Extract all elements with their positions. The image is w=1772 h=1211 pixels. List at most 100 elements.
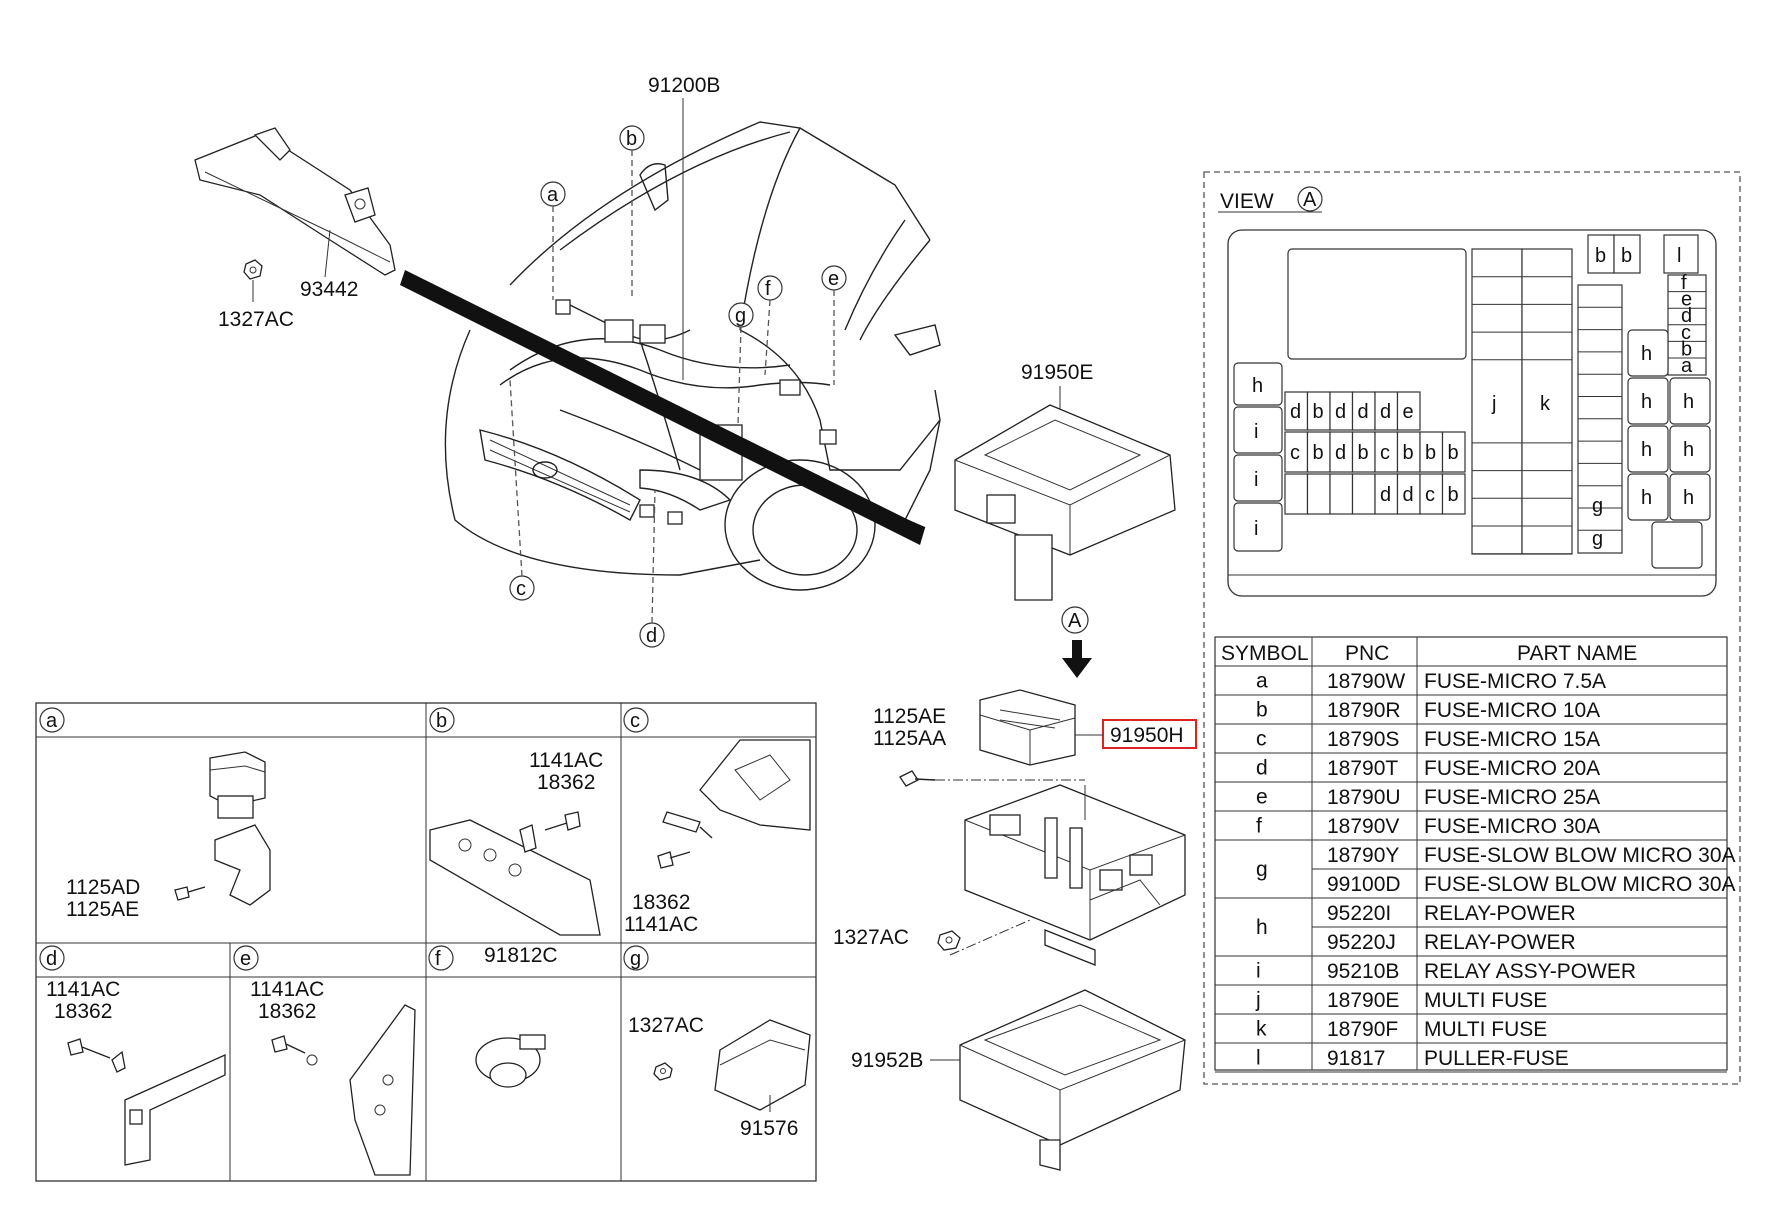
fuse-slot-label: d: [1380, 401, 1391, 423]
svg-text:91576: 91576: [740, 1117, 798, 1140]
view-a-frame: [1203, 171, 1741, 1085]
svg-text:h: h: [1683, 487, 1694, 509]
label-1125aa: 1125AA: [873, 727, 946, 750]
svg-text:1141AC: 1141AC: [529, 749, 603, 772]
table-cell-symbol: h: [1256, 916, 1268, 939]
table-cell-pnc: 18790E: [1327, 989, 1399, 1012]
table-cell-part-name: FUSE-MICRO 25A: [1424, 786, 1600, 809]
svg-text:k: k: [1540, 393, 1551, 415]
fuse-slot-label: b: [1403, 442, 1414, 464]
table-cell-part-name: FUSE-MICRO 15A: [1424, 728, 1600, 751]
table-cell-part-name: FUSE-SLOW BLOW MICRO 30A: [1424, 873, 1736, 896]
callout-c: c: [509, 379, 535, 601]
table-cell-pnc: 95220J: [1327, 931, 1396, 954]
table-cell-symbol: j: [1255, 989, 1261, 1012]
label-91950h: 91950H: [1110, 724, 1184, 747]
small-fuse-label: b: [1681, 338, 1692, 360]
fuse-slot: [1284, 473, 1309, 515]
table-cell-symbol: d: [1256, 757, 1268, 780]
svg-text:h: h: [1252, 375, 1263, 397]
table-cell-symbol: g: [1256, 858, 1268, 881]
svg-text:g: g: [1592, 495, 1603, 517]
fuse-slot-label: b: [1448, 484, 1459, 506]
callout-d: d: [639, 489, 665, 648]
table-cell-part-name: FUSE-MICRO 7.5A: [1424, 670, 1606, 693]
svg-text:18362: 18362: [54, 1000, 112, 1023]
small-fuse-label: c: [1681, 322, 1691, 344]
detail-panel-g: g 1327AC 91576: [623, 945, 811, 1140]
svg-text:d: d: [46, 948, 57, 970]
table-cell-symbol: e: [1256, 786, 1268, 809]
svg-text:f: f: [435, 948, 441, 970]
bracket-93442-illustration: [194, 127, 396, 276]
junction-box-illustration: [964, 784, 1186, 966]
table-cell-pnc: 18790Y: [1327, 844, 1399, 867]
svg-text:b: b: [1595, 245, 1606, 267]
callout-g: g: [728, 302, 754, 426]
svg-text:1141AC: 1141AC: [624, 913, 698, 936]
nut-icon: [243, 259, 263, 280]
column-header-pnc: PNC: [1345, 642, 1389, 665]
callout-e: e: [821, 265, 847, 385]
table-cell-pnc: 95210B: [1327, 960, 1399, 983]
fuse-slot-label: b: [1313, 401, 1324, 423]
svg-text:i: i: [1254, 421, 1258, 443]
table-cell-part-name: PULLER-FUSE: [1424, 1047, 1569, 1070]
svg-text:l: l: [1677, 245, 1681, 267]
fuse-slot-label: b: [1448, 442, 1459, 464]
table-cell-part-name: RELAY-POWER: [1424, 902, 1576, 925]
svg-text:d: d: [646, 625, 657, 647]
label-1327ac-top: 1327AC: [218, 308, 294, 331]
svg-text:1327AC: 1327AC: [628, 1014, 704, 1037]
svg-text:c: c: [516, 578, 526, 600]
svg-text:e: e: [828, 268, 839, 290]
svg-text:j: j: [1491, 393, 1496, 415]
svg-text:h: h: [1683, 439, 1694, 461]
car-front-illustration: [400, 121, 941, 591]
detail-panel-f: f 91812C: [428, 944, 558, 1088]
svg-text:1125AD: 1125AD: [66, 876, 140, 899]
small-fuse-label: a: [1681, 355, 1693, 377]
fuse-slot: [1396, 391, 1421, 431]
table-cell-part-name: FUSE-MICRO 20A: [1424, 757, 1600, 780]
svg-text:g: g: [735, 305, 746, 327]
svg-text:VIEW: VIEW: [1220, 190, 1274, 213]
svg-text:f: f: [765, 278, 771, 300]
fuse-slot-label: b: [1358, 442, 1369, 464]
highlight-91950h: [1102, 719, 1197, 749]
svg-text:91812C: 91812C: [484, 944, 558, 967]
detail-panel-e: e 1141AC 18362: [233, 945, 416, 1176]
small-fuse-label: d: [1681, 305, 1692, 327]
table-cell-symbol: c: [1256, 728, 1267, 751]
callout-a: a: [540, 181, 566, 300]
table-cell-part-name: MULTI FUSE: [1424, 1018, 1547, 1041]
column-header-symbol: SYMBOL: [1221, 642, 1309, 665]
table-cell-part-name: FUSE-MICRO 30A: [1424, 815, 1600, 838]
table-cell-symbol: l: [1256, 1047, 1261, 1070]
table-cell-part-name: MULTI FUSE: [1424, 989, 1547, 1012]
svg-text:1141AC: 1141AC: [250, 978, 324, 1001]
svg-text:a: a: [46, 710, 58, 732]
small-fuse-label: f: [1681, 272, 1687, 294]
detail-panel-a: a 1125AD 1125AE: [39, 707, 271, 921]
svg-text:b: b: [1621, 245, 1632, 267]
fuse-slot-label: b: [1313, 442, 1324, 464]
table-cell-pnc: 18790S: [1327, 728, 1399, 751]
svg-text:A: A: [1068, 610, 1082, 632]
fuse-slot: [1306, 473, 1331, 515]
table-cell-pnc: 91817: [1327, 1047, 1385, 1070]
label-1125ae: 1125AE: [873, 705, 946, 728]
table-cell-part-name: FUSE-SLOW BLOW MICRO 30A: [1424, 844, 1736, 867]
svg-text:e: e: [240, 948, 251, 970]
view-a-title: VIEW A: [1218, 186, 1323, 213]
svg-text:1125AE: 1125AE: [66, 898, 139, 921]
label-1327ac-mid: 1327AC: [833, 926, 909, 949]
svg-text:A: A: [1303, 189, 1317, 211]
svg-text:h: h: [1641, 343, 1652, 365]
fuse-slot: [1329, 473, 1354, 515]
svg-text:1141AC: 1141AC: [46, 978, 120, 1001]
fuse-box-cover-illustration: [954, 404, 1176, 601]
